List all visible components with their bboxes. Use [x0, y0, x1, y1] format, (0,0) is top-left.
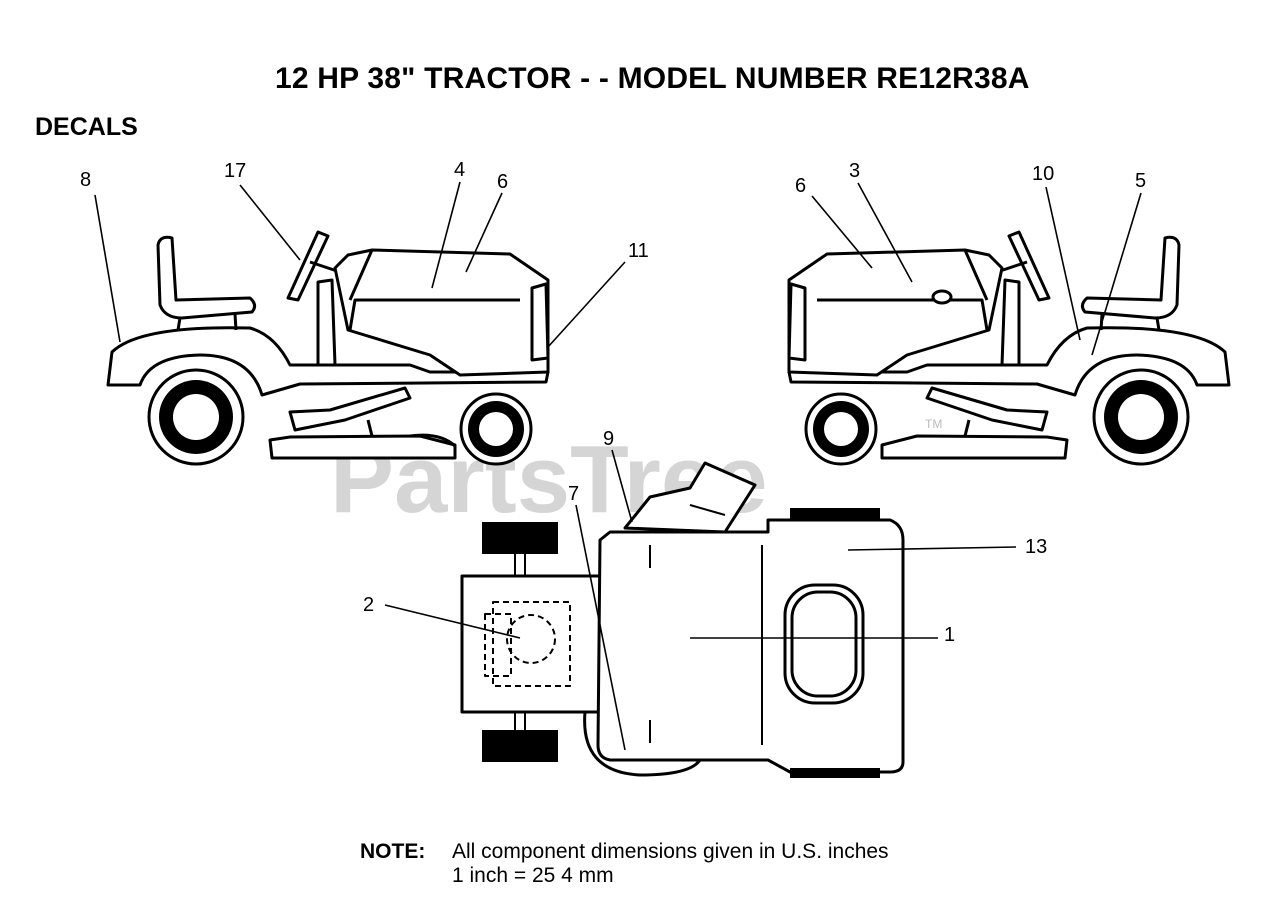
callout-10: 10 — [1032, 163, 1054, 185]
note-line-1: All component dimensions given in U.S. i… — [452, 840, 889, 863]
callout-11: 11 — [628, 240, 649, 262]
leader-lines — [94, 181, 1142, 751]
callout-7: 7 — [568, 483, 579, 505]
callout-8: 8 — [80, 169, 91, 191]
note-label: NOTE: — [360, 840, 426, 863]
callout-4: 4 — [454, 159, 465, 181]
tractor-top-view — [460, 461, 905, 778]
callout-9: 9 — [603, 428, 614, 450]
watermark-tm: TM — [925, 417, 942, 431]
callout-1: 1 — [944, 624, 955, 646]
dimensions-note: NOTE: All component dimensions given in U… — [360, 840, 889, 888]
diagram-title: 12 HP 38" TRACTOR - - MODEL NUMBER RE12R… — [275, 62, 1030, 95]
callout-labels: 8 17 4 6 11 6 3 10 5 9 7 13 2 1 — [80, 159, 1146, 646]
callout-13: 13 — [1025, 536, 1047, 558]
tractor-right-view — [787, 230, 1231, 466]
callout-5: 5 — [1135, 170, 1146, 192]
callout-6-right: 6 — [795, 175, 806, 197]
callout-2: 2 — [363, 594, 374, 616]
note-line-2: 1 inch = 25 4 mm — [452, 864, 614, 887]
callout-17: 17 — [224, 160, 246, 182]
callout-3: 3 — [849, 160, 860, 182]
section-heading: DECALS — [35, 113, 138, 141]
tractor-left-view — [106, 230, 550, 466]
callout-6-left: 6 — [497, 171, 508, 193]
